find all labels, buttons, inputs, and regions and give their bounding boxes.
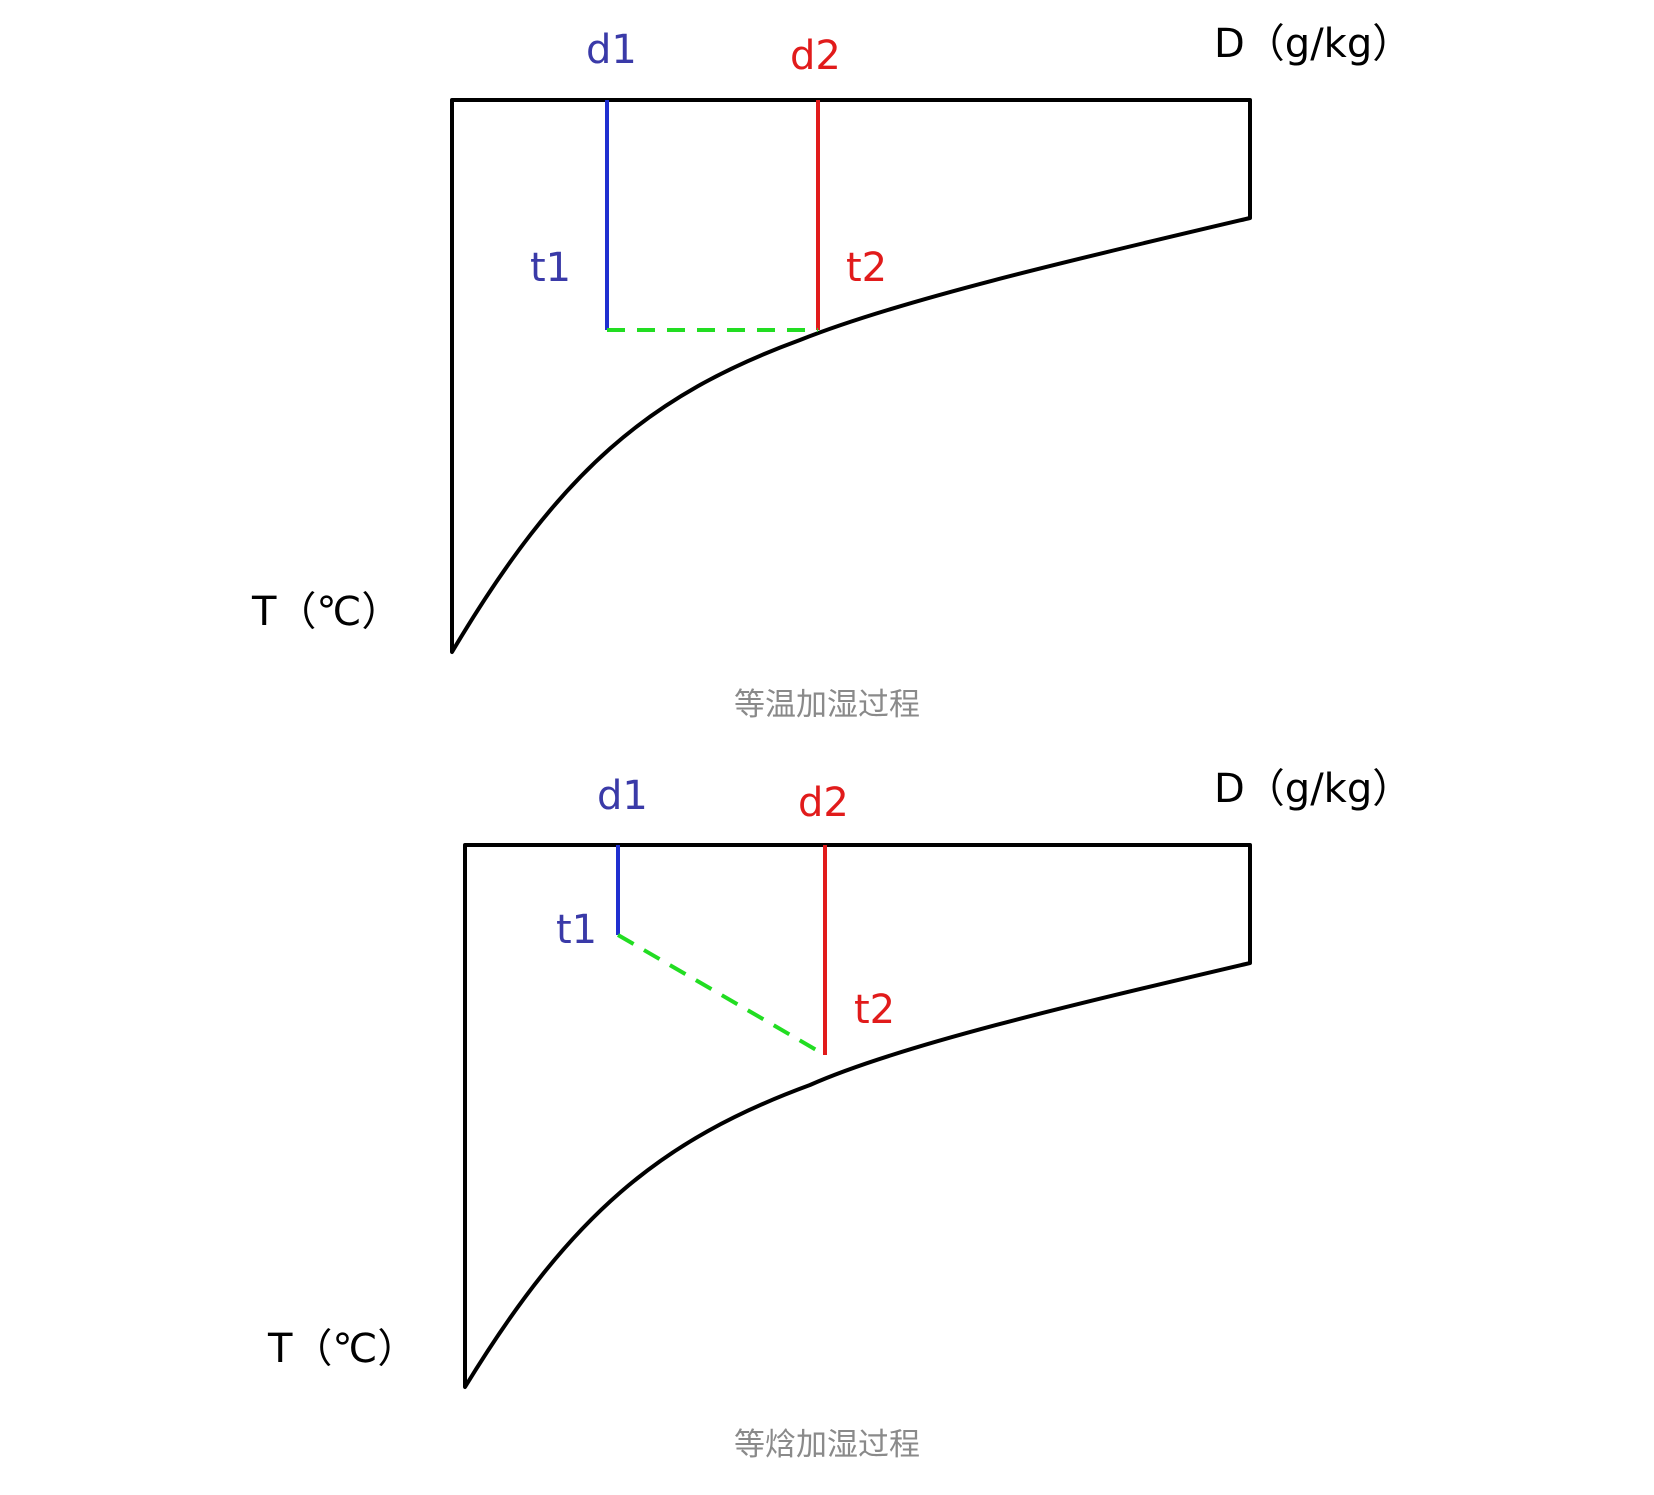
d2-label: d2 <box>798 780 849 826</box>
t2-label: t2 <box>854 987 896 1033</box>
d1-label: d1 <box>586 27 637 73</box>
diagram-isenthalpic: d1 d2 D（g/kg） t1 t2 T（℃） 等焓加湿过程 <box>0 745 1654 1485</box>
psychrometric-chart-isenthalpic <box>463 843 1252 1389</box>
d1-label: d1 <box>597 773 648 819</box>
t1-label: t1 <box>530 245 572 291</box>
caption: 等温加湿过程 <box>734 687 920 723</box>
diagram-isothermal: d1 d2 D（g/kg） t1 t2 T（℃） 等温加湿过程 <box>0 0 1654 740</box>
t2-label: t2 <box>846 245 888 291</box>
axis-d-label: D（g/kg） <box>1214 766 1413 812</box>
psychrometric-chart-isothermal <box>450 98 1252 654</box>
axis-t-label: T（℃） <box>252 589 402 635</box>
t1-label: t1 <box>556 907 598 953</box>
chart-outline <box>450 98 1252 654</box>
chart-outline <box>463 843 1252 1389</box>
caption: 等焓加湿过程 <box>734 1427 920 1463</box>
process-line <box>616 933 827 1057</box>
d2-label: d2 <box>790 33 841 79</box>
axis-t-label: T（℃） <box>268 1326 418 1372</box>
axis-d-label: D（g/kg） <box>1214 21 1413 67</box>
